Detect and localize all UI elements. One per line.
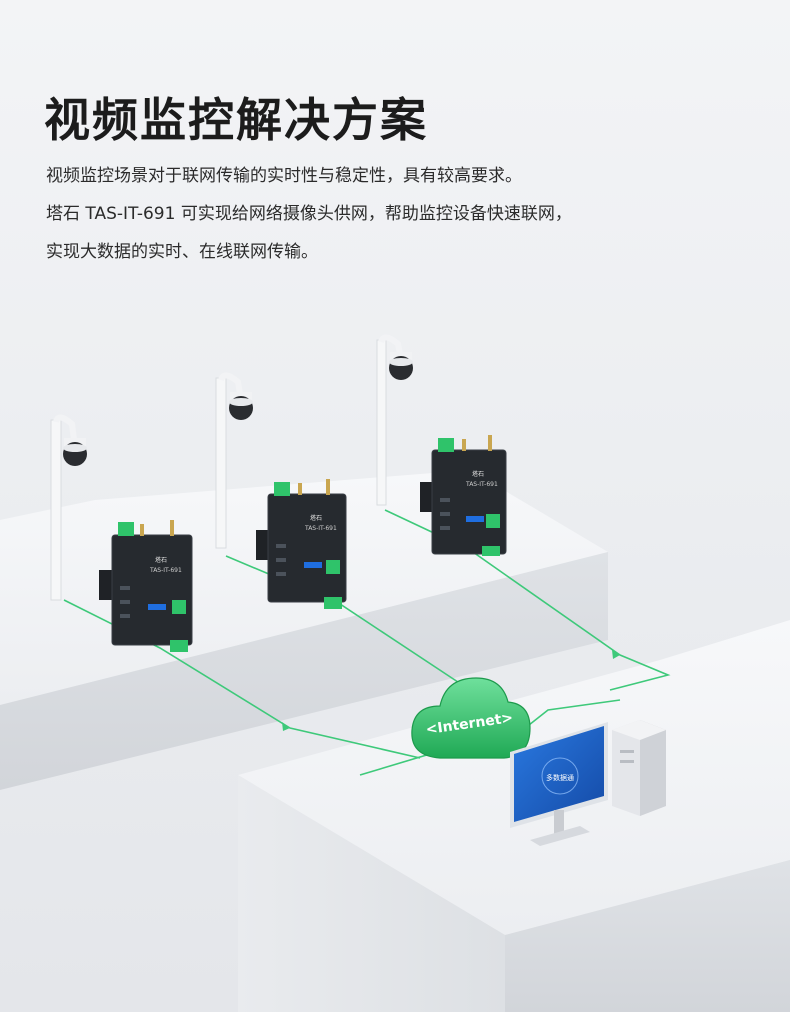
camera-dome-icon	[63, 438, 87, 466]
device-model: TAS-IT-691	[465, 481, 498, 488]
camera-pole-right	[376, 334, 413, 506]
description-line-2: 塔石 TAS-IT-691 可实现给网络摄像头供网，帮助监控设备快速联网，	[46, 204, 572, 224]
camera-dome-icon	[229, 392, 253, 420]
router-device-icon	[256, 479, 347, 609]
router-device-middle: 塔石 TAS-IT-691	[256, 479, 347, 609]
server-tower	[612, 720, 666, 816]
device-brand: 塔石	[155, 556, 167, 564]
camera-pole-left	[50, 414, 87, 601]
camera-dome-icon	[389, 352, 413, 380]
device-model: TAS-IT-691	[304, 525, 337, 532]
monitor-label: 多数据通	[546, 773, 574, 782]
server-tower-icon	[612, 720, 666, 816]
device-brand: 塔石	[472, 470, 484, 478]
router-device-left: 塔石 TAS-IT-691	[99, 520, 193, 652]
description-line-3: 实现大数据的实时、在线联网传输。	[46, 242, 318, 262]
page-title: 视频监控解决方案	[44, 93, 428, 147]
camera-pole-middle	[215, 372, 253, 549]
description-line-1: 视频监控场景对于联网传输的实时性与稳定性，具有较高要求。	[46, 166, 522, 186]
router-device-right: 塔石 TAS-IT-691	[420, 435, 507, 556]
monitor: 多数据通	[510, 722, 608, 846]
internet-cloud: <Internet>	[411, 677, 531, 759]
monitor-icon	[510, 722, 608, 846]
cloud-internet-icon	[411, 677, 531, 759]
description: 视频监控场景对于联网传输的实时性与稳定性，具有较高要求。 塔石 TAS-IT-6…	[46, 164, 746, 278]
router-device-icon	[99, 520, 193, 652]
device-model: TAS-IT-691	[149, 567, 182, 574]
router-device-icon	[420, 435, 507, 556]
device-brand: 塔石	[310, 514, 322, 522]
